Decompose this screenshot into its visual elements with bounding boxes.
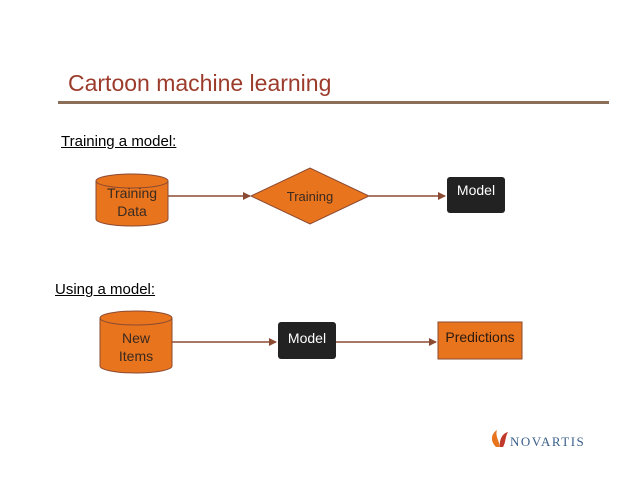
using-model-label: Model — [288, 330, 326, 346]
training-data-label-1: Training — [107, 185, 157, 201]
predictions-label: Predictions — [445, 329, 514, 345]
using-heading: Using a model: — [55, 281, 156, 298]
title-divider — [58, 101, 609, 104]
novartis-flame-icon — [491, 430, 508, 447]
training-process-diamond: Training — [249, 167, 371, 225]
training-data-cylinder: Training Data — [95, 173, 169, 227]
training-data-label-2: Data — [117, 203, 147, 219]
new-items-cylinder: New Items — [99, 310, 173, 374]
predictions-box: Predictions — [437, 321, 523, 360]
new-items-label-1: New — [122, 330, 151, 346]
training-model-box: Model — [447, 177, 505, 213]
novartis-logo: NOVARTIS — [491, 430, 585, 449]
training-process-label: Training — [287, 189, 333, 204]
training-model-label: Model — [457, 182, 495, 198]
new-items-label-2: Items — [119, 348, 153, 364]
training-heading: Training a model: — [61, 133, 177, 150]
using-model-box: Model — [278, 322, 336, 359]
novartis-wordmark: NOVARTIS — [510, 434, 585, 449]
slide-title: Cartoon machine learning — [68, 70, 332, 96]
